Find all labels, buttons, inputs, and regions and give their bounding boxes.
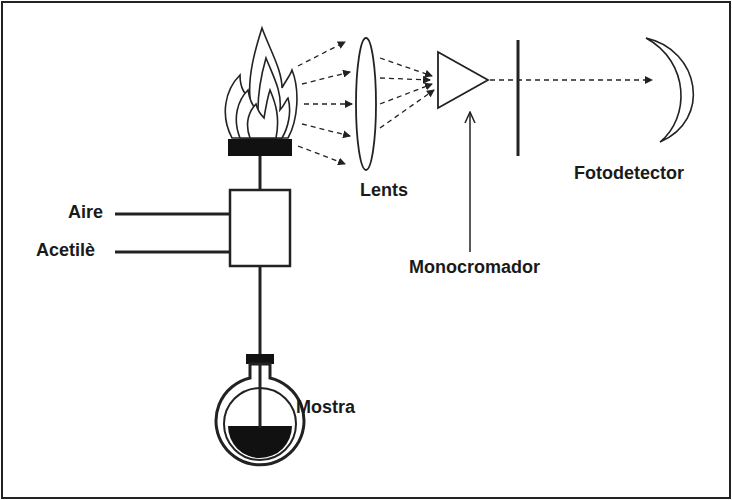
part-label: Lents [360, 181, 408, 201]
part-label: Mostra [296, 398, 355, 418]
part-label: Acetilè [36, 241, 95, 261]
part-label: Monocromador [409, 258, 540, 278]
part-label: Fotodetector [574, 164, 684, 184]
part-label: Aire [68, 203, 103, 223]
